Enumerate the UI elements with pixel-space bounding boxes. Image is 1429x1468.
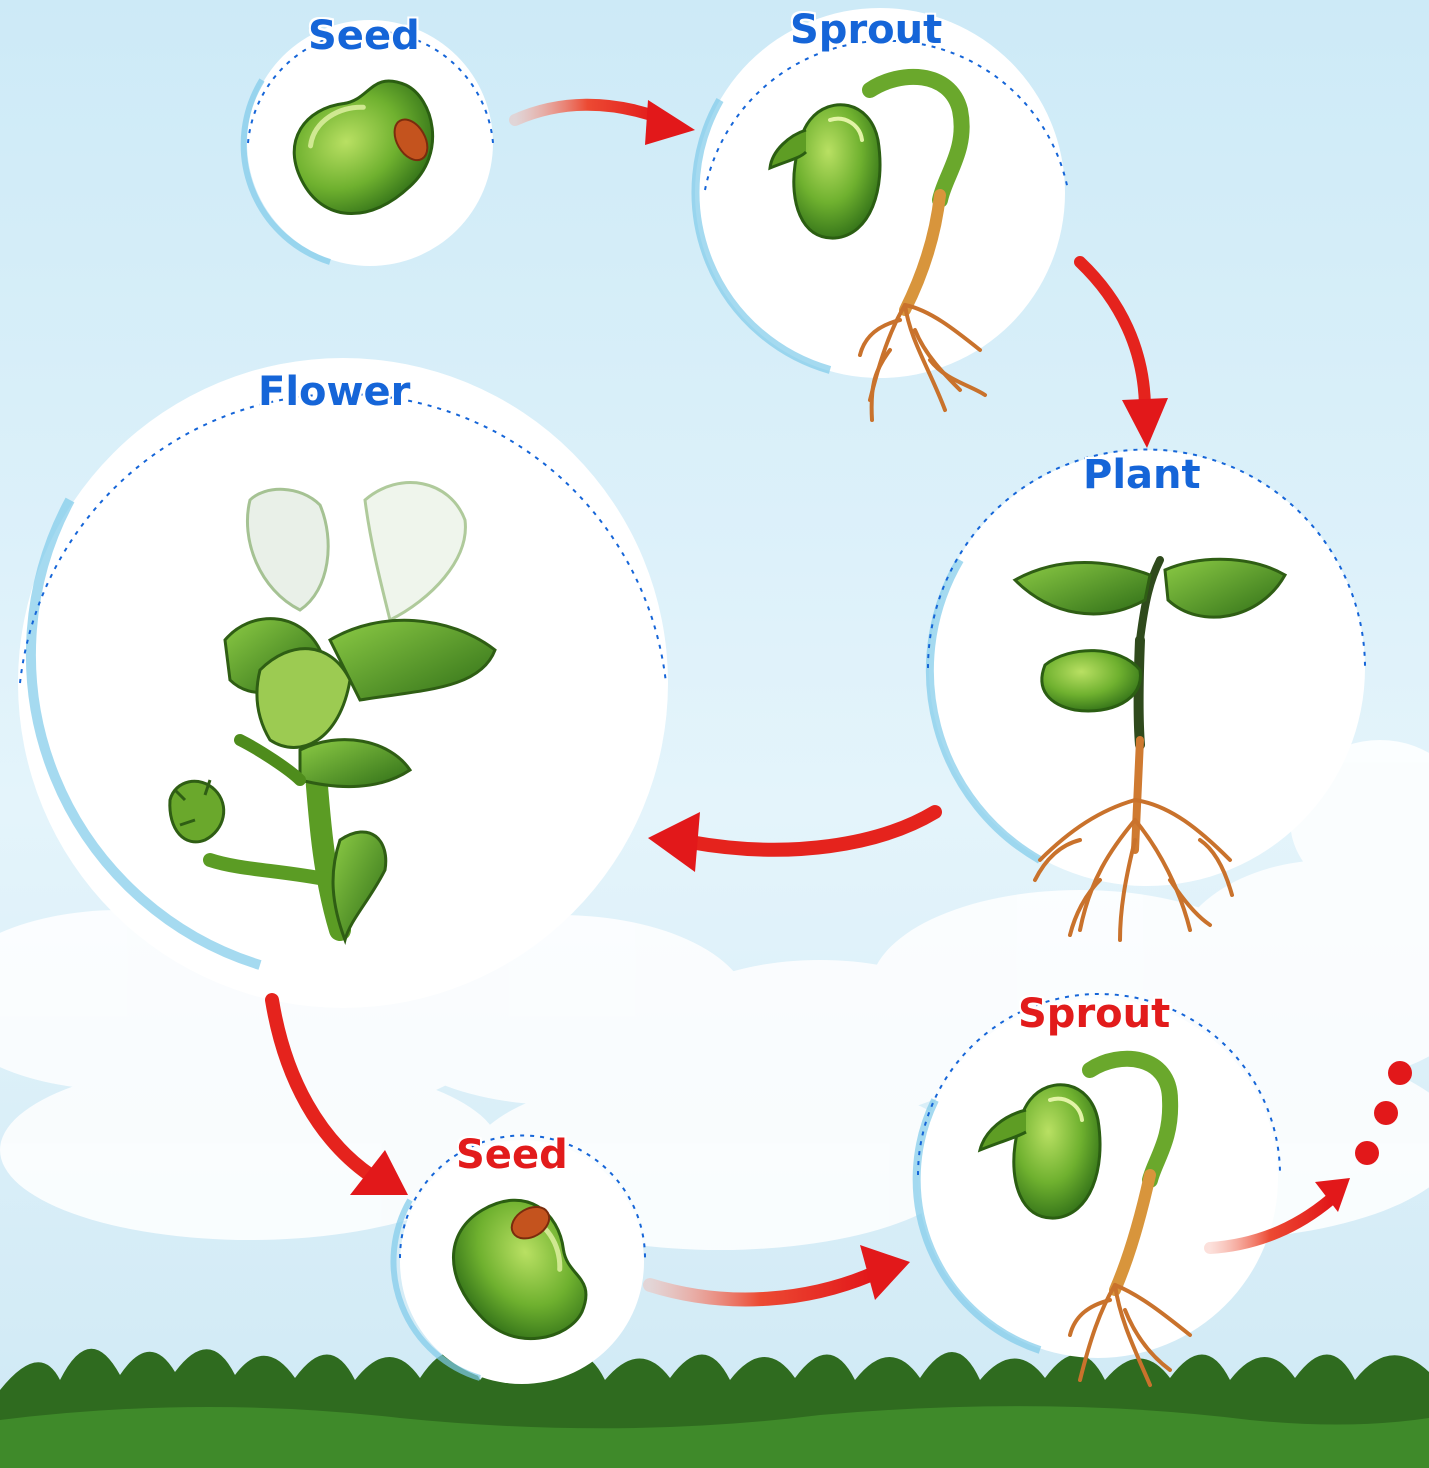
label-seed-1: Seed (308, 16, 420, 56)
label-sprout-2: Sprout (1018, 994, 1170, 1034)
label-sprout-1: Sprout (790, 10, 942, 50)
label-flower: Flower (258, 372, 410, 412)
label-plant: Plant (1083, 455, 1201, 495)
label-seed-2: Seed (456, 1135, 568, 1175)
grass-ground (0, 1349, 1429, 1468)
